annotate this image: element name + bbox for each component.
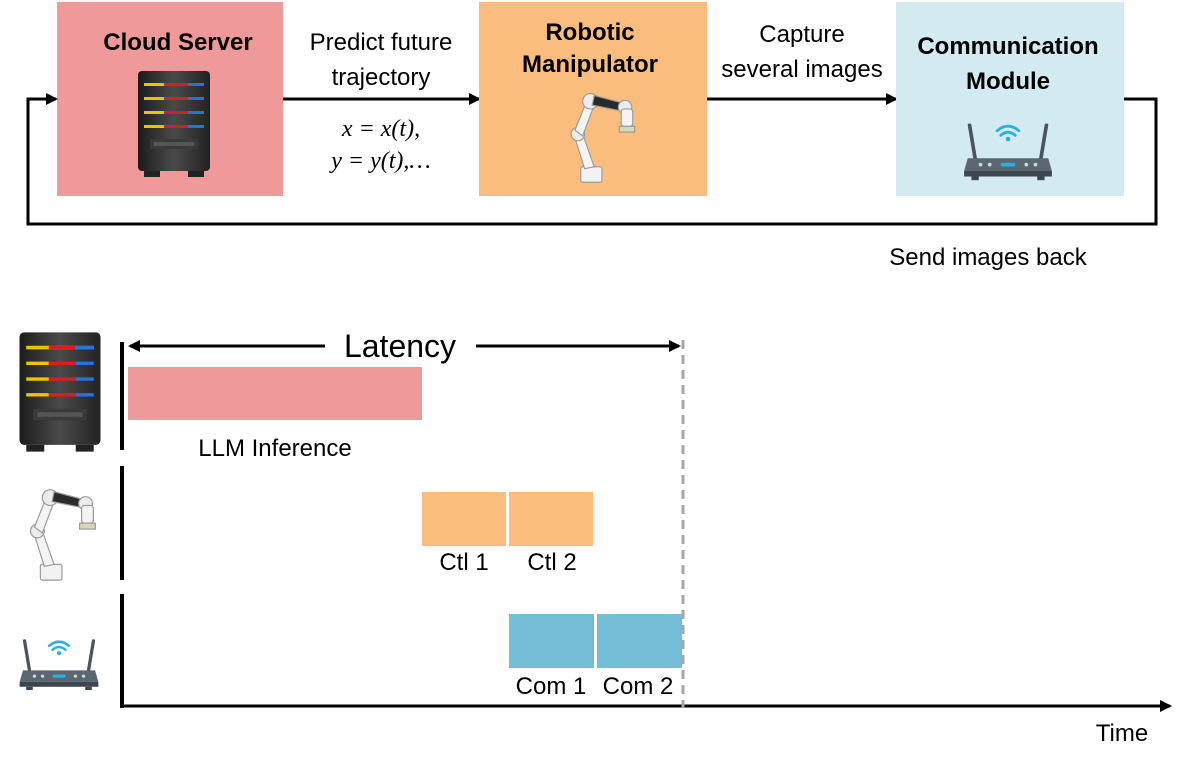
send-back-arrow	[26, 93, 1158, 226]
robot-arm-icon	[29, 489, 96, 581]
robotic-manipulator-title-1: Robotic	[545, 19, 634, 46]
bar-label-com-2: Com 2	[603, 673, 674, 700]
predict-label: Predict future	[310, 29, 453, 56]
bar-label-ctl-1: Ctl 1	[439, 549, 488, 576]
feedback-loop: Send images back	[26, 93, 1158, 271]
communication-module-title-2: Module	[966, 68, 1050, 95]
bar-ctl-2	[509, 492, 593, 546]
robotic-manipulator-title-2: Manipulator	[522, 51, 658, 78]
bar-com-2	[597, 614, 682, 668]
capture-label-2: several images	[721, 56, 882, 83]
bar-ctl-1	[422, 492, 506, 546]
bar-llm-inference	[128, 367, 422, 420]
server-icon	[19, 332, 101, 452]
time-axis-label: Time	[1096, 720, 1148, 747]
bar-label-llm-inference: LLM Inference	[198, 435, 351, 462]
server-icon	[138, 71, 210, 177]
capture-label-1: Capture	[759, 21, 844, 48]
equation-y: y = y(t),…	[329, 148, 431, 174]
robotic-manipulator-block: Robotic Manipulator	[479, 2, 707, 196]
communication-module-block: Communication Module	[896, 2, 1124, 196]
flow-diagram: Cloud Server Predict future trajectory x…	[26, 2, 1158, 271]
bar-label-ctl-2: Ctl 2	[527, 549, 576, 576]
latency-label: Latency	[344, 328, 456, 364]
cloud-server-block: Cloud Server	[57, 2, 283, 196]
predict-edge: Predict future trajectory x = x(t), y = …	[283, 29, 481, 174]
trajectory-label: trajectory	[332, 64, 431, 91]
bar-label-com-1: Com 1	[516, 673, 587, 700]
equation-x: x = x(t),	[341, 116, 420, 142]
send-images-back-label: Send images back	[889, 244, 1087, 271]
capture-edge: Capture several images	[707, 21, 898, 105]
router-icon	[18, 639, 100, 692]
communication-module-title-1: Communication	[917, 33, 1098, 60]
bar-com-1	[509, 614, 594, 668]
timeline: Time Latency LLM Inference Ctl 1 Ctl 2 C…	[18, 328, 1172, 747]
cloud-server-title: Cloud Server	[103, 29, 252, 56]
